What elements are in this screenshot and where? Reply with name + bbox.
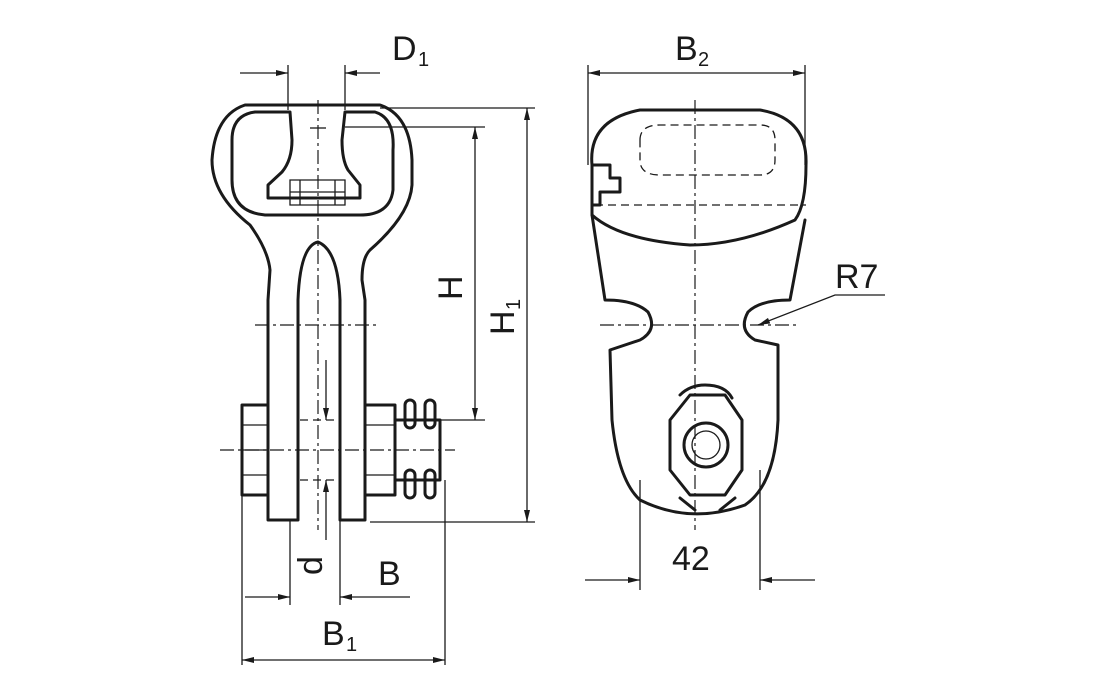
dim-B-label: B bbox=[378, 555, 401, 593]
dim-D1-sub: 1 bbox=[418, 49, 429, 71]
dim-H1-label: H bbox=[484, 310, 522, 335]
dim-H1-sub: 1 bbox=[503, 299, 525, 310]
dim-H-label: H bbox=[432, 275, 470, 300]
dim-B1-label: B bbox=[322, 615, 345, 653]
dim-d-label: d bbox=[292, 556, 330, 575]
dim-42-label: 42 bbox=[672, 540, 710, 578]
front-view bbox=[210, 100, 455, 530]
dim-B2-label: B bbox=[675, 30, 698, 68]
dim-D1-label: D bbox=[392, 30, 417, 68]
dim-B2-sub: 2 bbox=[698, 49, 709, 71]
dimensions: D 1 B 2 H H 1 d B B 1 42 R7 bbox=[240, 30, 885, 665]
side-view bbox=[590, 100, 808, 530]
dim-R7-label: R7 bbox=[835, 258, 878, 296]
dim-B1-sub: 1 bbox=[346, 634, 357, 656]
